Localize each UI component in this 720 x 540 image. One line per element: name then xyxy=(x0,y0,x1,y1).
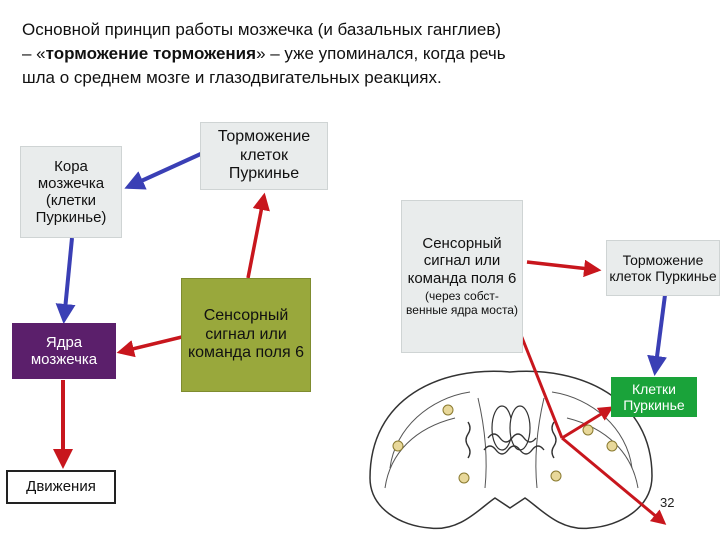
arrow-to-lower-right xyxy=(561,436,667,525)
arrow-sensory-right-down xyxy=(517,329,564,439)
nuclei-label: Ядра мозжечка xyxy=(30,333,98,368)
purkinje-cells-box: Клетки Пуркинье xyxy=(611,377,697,417)
arrow-cortex-to-nuclei xyxy=(55,237,76,324)
intro-text: Основной принцип работы мозжечка (и база… xyxy=(22,18,662,90)
cortex-label: Кора мозжечка (клетки Пуркинье) xyxy=(35,157,107,227)
inhibition-right-label: Торможение клеток Пуркинье xyxy=(609,251,717,284)
inhibition-top-label: Торможение клеток Пуркинье xyxy=(217,128,311,183)
arrow-sensory-to-inhibition xyxy=(246,192,270,279)
intro-line-2-pre: – « xyxy=(22,44,46,63)
intro-line-3: шла о среднем мозге и глазодвигательных … xyxy=(22,68,442,87)
movements-label: Движения xyxy=(26,478,96,496)
nuclei-box: Ядра мозжечка xyxy=(12,323,116,379)
movements-box: Движения xyxy=(6,470,116,504)
page-number: 32 xyxy=(660,495,675,510)
intro-bold-phrase: торможение торможения xyxy=(45,44,257,63)
sensory-right-label: Сенсорный сигнал или команда поля 6 xyxy=(407,235,517,287)
sensory-center-label: Сенсорный сигнал или команда поля 6 xyxy=(187,307,305,362)
intro-line-2-post: » – уже упоминался, когда речь xyxy=(256,44,506,63)
arrow-inhibition-to-purkinje xyxy=(647,294,667,376)
intro-line-1: Основной принцип работы мозжечка (и база… xyxy=(22,20,502,39)
arrow-sensory-right-to-inhibition xyxy=(526,259,602,278)
cerebellum-section-illustration xyxy=(360,358,660,538)
inhibition-right-box: Торможение клеток Пуркинье xyxy=(606,240,720,296)
arrow-to-purkinje-cells xyxy=(561,406,614,440)
inhibition-top-box: Торможение клеток Пуркинье xyxy=(200,122,328,190)
cortex-box: Кора мозжечка (клетки Пуркинье) xyxy=(20,146,122,238)
sensory-center-box: Сенсорный сигнал или команда поля 6 xyxy=(181,278,311,392)
sensory-right-note: (через собст-венные ядра моста) xyxy=(406,288,518,318)
arrow-sensory-to-nuclei xyxy=(116,334,187,358)
intro-line-2: – «торможение торможения» – уже упоминал… xyxy=(22,42,662,66)
arrow-inhibition-to-cortex xyxy=(124,150,206,190)
purkinje-cells-label: Клетки Пуркинье xyxy=(623,380,685,413)
sensory-right-box: Сенсорный сигнал или команда поля 6 (чер… xyxy=(401,200,523,353)
